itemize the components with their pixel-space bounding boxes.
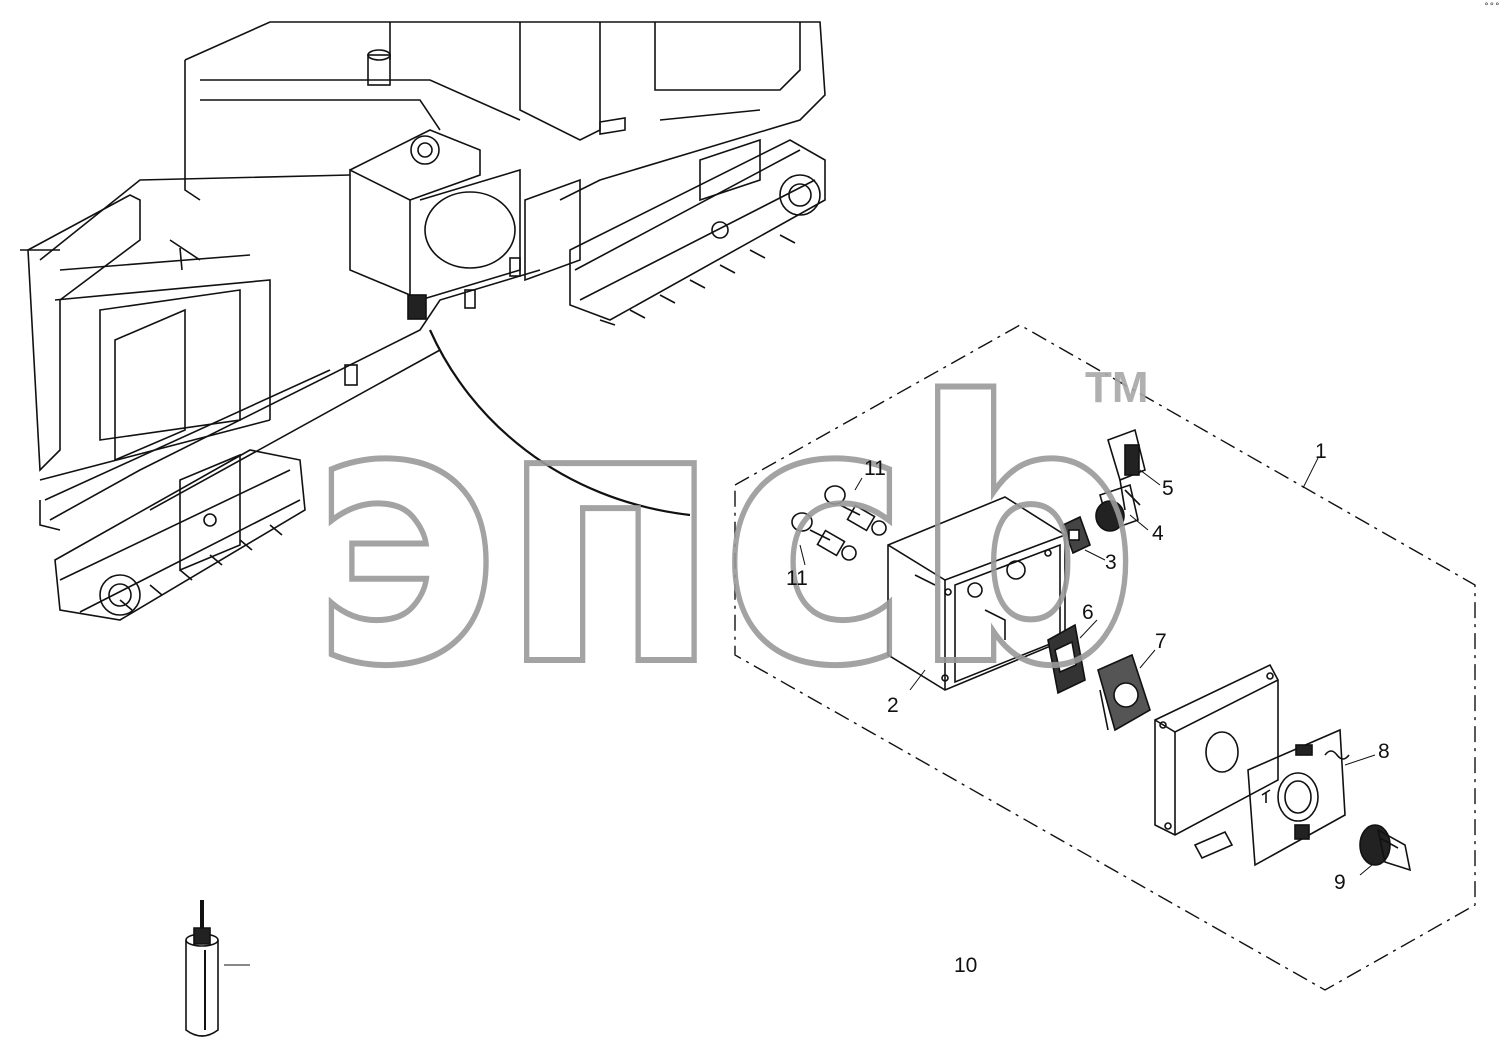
cable-gland bbox=[791, 485, 887, 561]
callouts: 1 2 3 4 5 6 7 8 9 10 11 11 bbox=[786, 440, 1390, 977]
watermark-trademark: TM bbox=[1085, 363, 1149, 412]
callout-9: 9 bbox=[1334, 871, 1346, 894]
callout-5: 5 bbox=[1162, 477, 1174, 500]
group-boundary bbox=[734, 324, 1476, 991]
callout-3: 3 bbox=[1105, 551, 1117, 574]
watermark-text: эпсb bbox=[310, 326, 1140, 745]
callout-8: 8 bbox=[1378, 740, 1390, 763]
reference-curve bbox=[428, 329, 691, 517]
machine-assembly bbox=[20, 21, 826, 621]
callout-11-bottom: 11 bbox=[786, 567, 808, 590]
gasket-plate bbox=[1062, 515, 1091, 555]
callout-2: 2 bbox=[887, 694, 899, 717]
contact-element bbox=[1097, 653, 1151, 732]
watermark: эпсb TM bbox=[307, 323, 1149, 748]
heating-rod bbox=[185, 900, 219, 1037]
key-switch bbox=[1107, 428, 1146, 511]
selector-knob bbox=[1359, 824, 1412, 872]
callout-10: 10 bbox=[954, 954, 977, 977]
callout-6: 6 bbox=[1082, 601, 1094, 624]
callout-4: 4 bbox=[1152, 522, 1164, 545]
corner-mark: °°° bbox=[1483, 2, 1500, 12]
contact-block bbox=[1095, 483, 1141, 532]
callout-11-top: 11 bbox=[864, 457, 886, 480]
relay-block bbox=[1047, 623, 1086, 695]
label-plate bbox=[1247, 728, 1350, 867]
cover-plate bbox=[1154, 663, 1279, 860]
callout-1: 1 bbox=[1315, 440, 1327, 463]
leader-lines bbox=[224, 457, 1376, 966]
callout-7: 7 bbox=[1155, 630, 1167, 653]
